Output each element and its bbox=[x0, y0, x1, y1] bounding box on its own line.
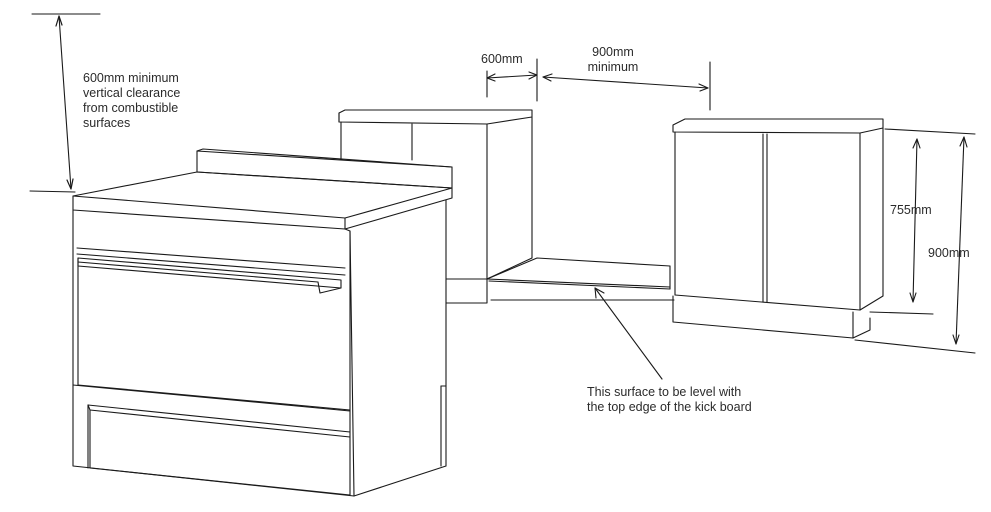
surface-note: This surface to be level with the top ed… bbox=[587, 385, 752, 415]
surface-note-line-1: This surface to be level with bbox=[587, 385, 742, 399]
clearance-line-3: from combustible bbox=[83, 101, 179, 115]
clearance-dimension bbox=[29, 13, 101, 193]
clearance-line-4: surfaces bbox=[83, 116, 131, 130]
total-height-label: 900mm bbox=[928, 246, 970, 260]
gap-line-2: minimum bbox=[587, 60, 639, 74]
total-height-dimension bbox=[854, 136, 976, 354]
depth-dimension bbox=[486, 58, 538, 102]
left-cabinet bbox=[338, 109, 533, 304]
oven-range bbox=[72, 148, 453, 497]
clearance-label: 600mm minimum vertical clearance from co… bbox=[83, 71, 180, 131]
gap-line-1: 900mm bbox=[592, 45, 634, 59]
clearance-line-1: 600mm minimum bbox=[83, 71, 179, 85]
gap-label: 900mm minimum bbox=[578, 45, 648, 75]
bench-height-dimension bbox=[869, 128, 976, 315]
surface-note-line-2: the top edge of the kick board bbox=[587, 400, 752, 414]
depth-label: 600mm bbox=[481, 52, 523, 66]
bench-height-label: 755mm bbox=[890, 203, 932, 217]
surface-leader bbox=[594, 287, 663, 380]
kickboard-surface bbox=[486, 257, 675, 301]
gap-dimension bbox=[542, 61, 711, 111]
right-cabinet bbox=[672, 118, 884, 339]
clearance-line-2: vertical clearance bbox=[83, 86, 181, 100]
